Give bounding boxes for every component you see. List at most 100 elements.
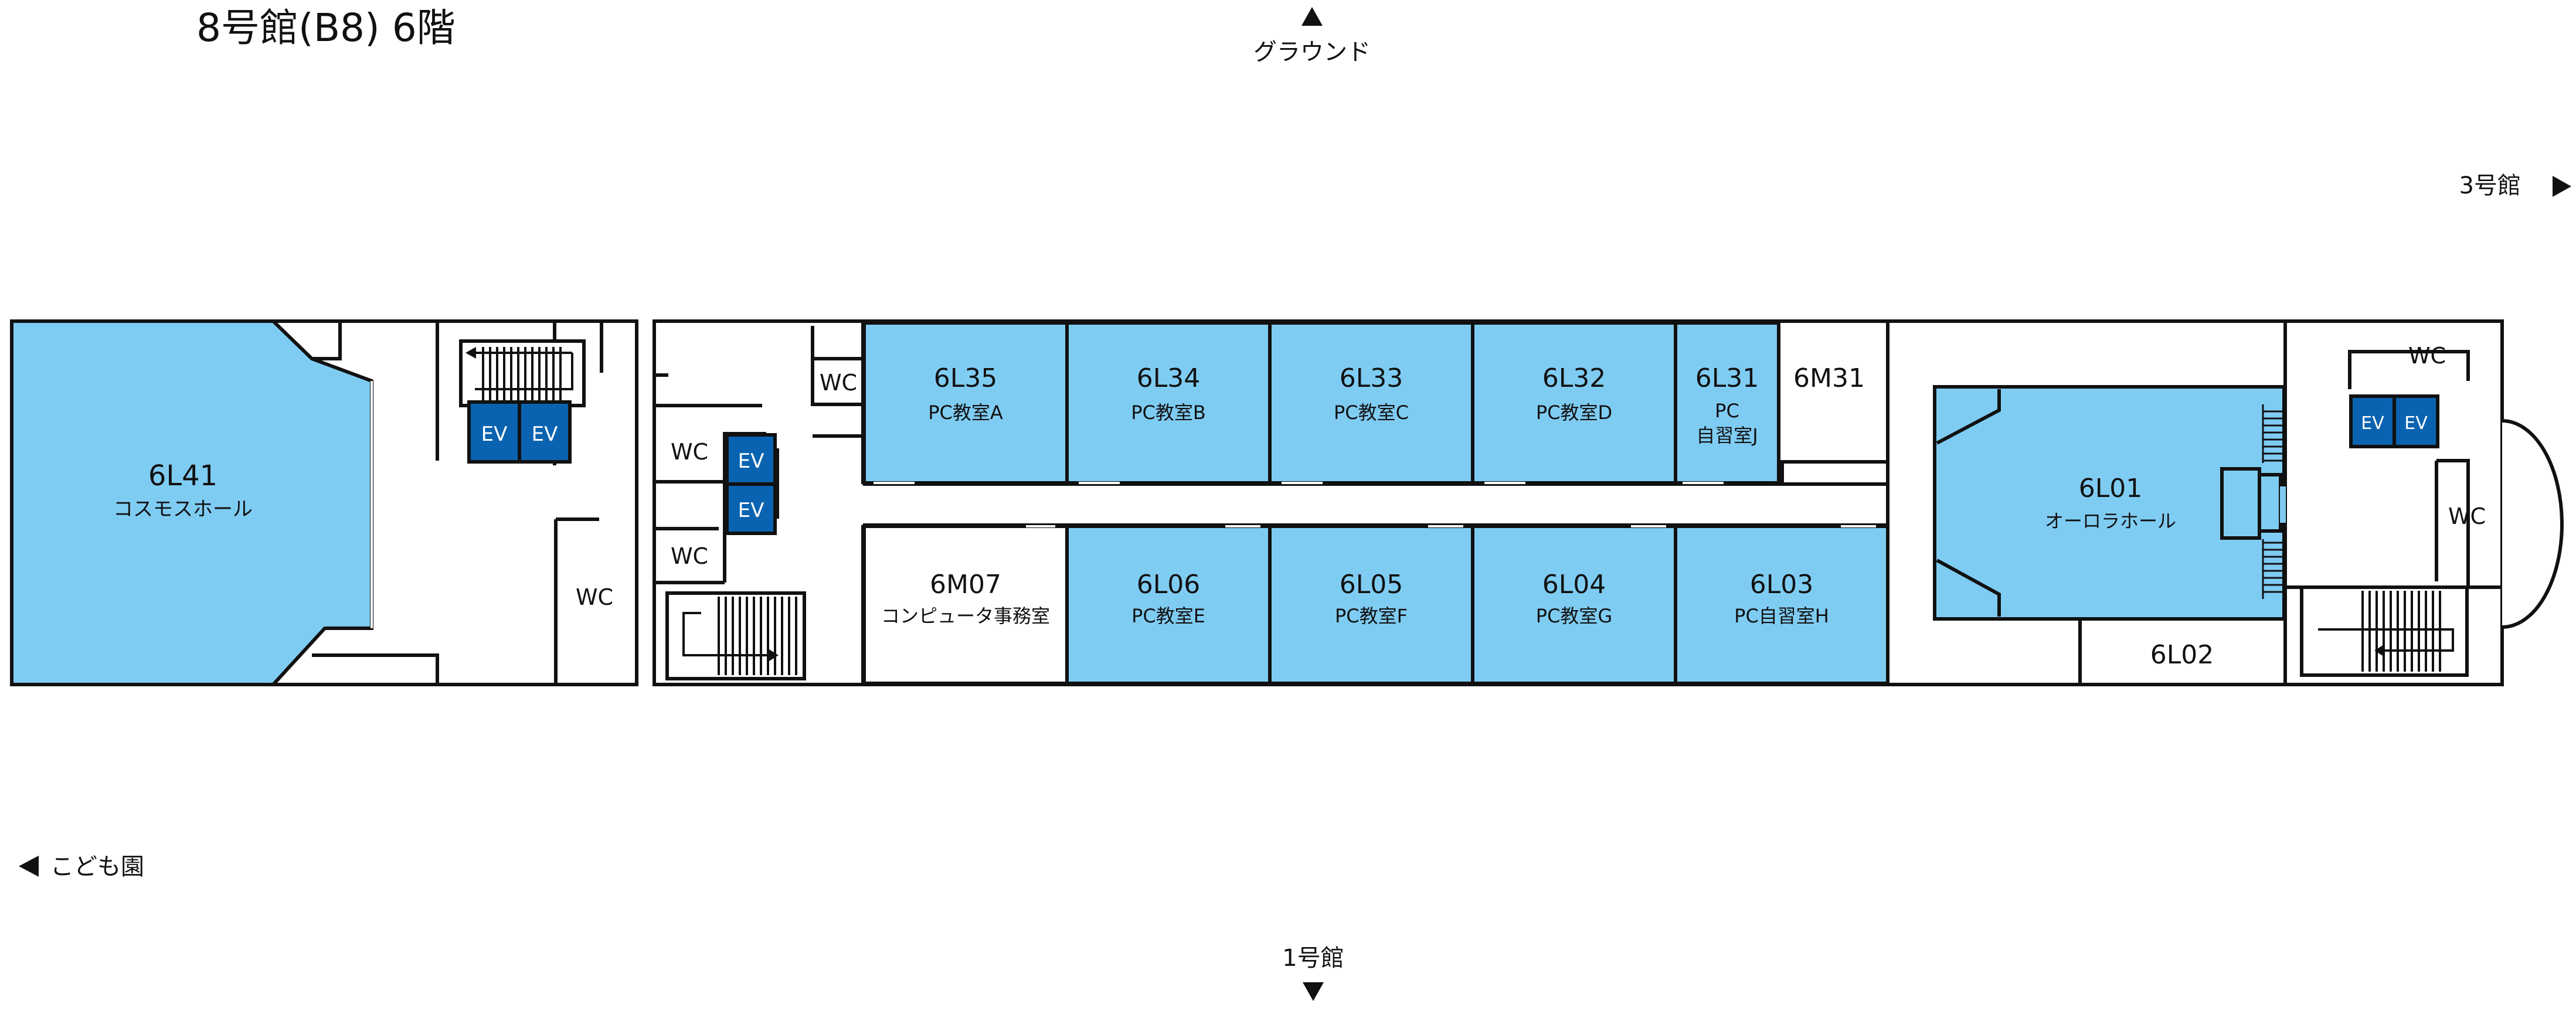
elevator-6[interactable] [2393,394,2439,448]
elevators-east[interactable]: EV EV [2349,394,2439,448]
room-6L05[interactable]: 6L05 PC教室F [1268,525,1474,685]
restroom-east-2[interactable]: WC [2448,503,2486,529]
restroom-west-label: WC [576,584,613,610]
room-6L32-area [1471,321,1677,485]
restroom-core-1[interactable]: WC [671,439,708,465]
room-6L34[interactable]: 6L34 PC教室B [1065,321,1272,485]
room-6L35-area [862,321,1069,485]
room-6L06-area [1065,525,1272,685]
room-6L05-area [1268,525,1474,685]
room-6M31-code: 6M31 [1793,363,1865,393]
room-6M07-code: 6M07 [930,570,1001,600]
room-6L01-stage-left-2 [1936,559,2001,617]
room-6L35[interactable]: 6L35 PC教室A [862,321,1069,485]
stair-arrow-icon [769,649,779,661]
elevators-core[interactable]: EV EV [723,432,779,535]
room-6L04-name: PC教室G [1536,605,1612,627]
room-6L03-code: 6L03 [1750,570,1814,600]
direction-east-label: 3号館 [2459,172,2521,199]
room-6L02-code: 6L02 [2150,640,2214,670]
stair-west [459,339,586,407]
room-6L35-code: 6L35 [934,363,998,393]
room-6L02[interactable]: 6L02 [2150,640,2214,670]
room-6L34-code: 6L34 [1137,363,1201,393]
room-6L05-name: PC教室F [1335,605,1408,627]
arrow-left-icon [19,856,39,877]
restroom-core-3-label: WC [820,370,857,396]
restroom-east-1-label: WC [2408,343,2446,369]
east-semicircle [2502,419,2564,629]
room-6L32-code: 6L32 [1542,363,1606,393]
restroom-west[interactable]: WC [576,584,613,610]
direction-east[interactable]: 3号館 [2459,172,2571,199]
elevator-3-label: EV [738,450,764,473]
room-6L06[interactable]: 6L06 PC教室E [1065,525,1272,685]
room-6L41-name: コスモスホール [113,498,253,521]
direction-north-label: グラウンド [1253,39,1371,66]
elevator-2-label: EV [532,423,558,446]
arrow-right-icon [2553,176,2571,197]
restroom-core-2[interactable]: WC [671,543,708,569]
room-6L01-dais [2220,467,2261,540]
direction-south[interactable]: 1号館 [1282,945,1344,1001]
room-6L31-name-line2: 自習室J [1696,424,1758,447]
direction-south-label: 1号館 [1282,945,1344,972]
room-6L01[interactable]: 6L01 オーロラホール [1933,385,2286,621]
elevator-5-label: EV [2361,413,2384,434]
elevator-1-label: EV [481,423,508,446]
direction-north[interactable]: グラウンド [1253,7,1371,66]
room-6L33-area [1268,321,1474,485]
room-6L34-name: PC教室B [1131,401,1206,424]
room-6L34-area [1065,321,1272,485]
room-6L31-code: 6L31 [1695,363,1759,393]
room-6L32[interactable]: 6L32 PC教室D [1471,321,1677,485]
room-6L01-name: オーロラホール [2045,510,2176,532]
stair-arrow-icon [465,347,476,359]
room-6L05-code: 6L05 [1340,570,1403,600]
door-gaps [874,482,1876,527]
elevator-3[interactable] [725,433,777,486]
room-6M07-area [862,525,1069,685]
room-6M31[interactable]: 6M31 [1793,363,1865,393]
elevator-2[interactable] [518,400,572,464]
direction-west[interactable]: こども園 [19,853,144,880]
room-6L06-name: PC教室E [1131,605,1205,627]
elevator-4-label: EV [738,499,764,522]
elevator-4[interactable] [725,482,777,535]
room-6L41[interactable]: 6L41 コスモスホール [10,319,373,686]
room-6L31-name-line1: PC [1715,400,1739,422]
restroom-east-2-label: WC [2448,503,2486,529]
room-6L33-name: PC教室C [1334,401,1409,424]
room-6L01-steps-top [2262,404,2283,463]
room-6L41-code: 6L41 [148,459,218,492]
room-6L33[interactable]: 6L33 PC教室C [1268,321,1474,485]
room-6L32-name: PC教室D [1536,401,1612,424]
room-6L01-steps-bottom [2262,539,2283,599]
room-6L03[interactable]: 6L03 PC自習室H [1674,525,1889,685]
room-6L01-code: 6L01 [2079,474,2143,503]
elevators-west[interactable]: EV EV [467,400,572,464]
floor-title: 8号館(B8) 6階 [196,5,456,50]
direction-west-label: こども園 [50,853,144,880]
room-6L04[interactable]: 6L04 PC教室G [1471,525,1677,685]
restroom-core-1-label: WC [671,439,708,465]
restroom-core-3[interactable]: WC [820,370,857,396]
room-6L35-name: PC教室A [928,401,1003,424]
room-6L06-code: 6L06 [1137,570,1201,600]
stair-arrow-icon [2374,645,2384,656]
stair-core [665,591,806,680]
room-6L03-name: PC自習室H [1734,605,1829,627]
restroom-east-1[interactable]: WC [2408,343,2446,369]
room-6M07[interactable]: 6M07 コンピュータ事務室 [862,525,1069,685]
restroom-core-2-label: WC [671,543,708,569]
room-6L31[interactable]: 6L31 PC 自習室J [1674,321,1780,485]
arrow-down-icon [1303,982,1324,1001]
elevator-6-label: EV [2404,413,2428,434]
elevator-1[interactable] [467,400,521,464]
room-6L31-area [1674,321,1780,485]
arrow-up-icon [1301,7,1323,26]
room-6L04-code: 6L04 [1542,570,1606,600]
room-6L01-stage-left [1936,389,2001,445]
room-6L03-area [1674,525,1889,685]
